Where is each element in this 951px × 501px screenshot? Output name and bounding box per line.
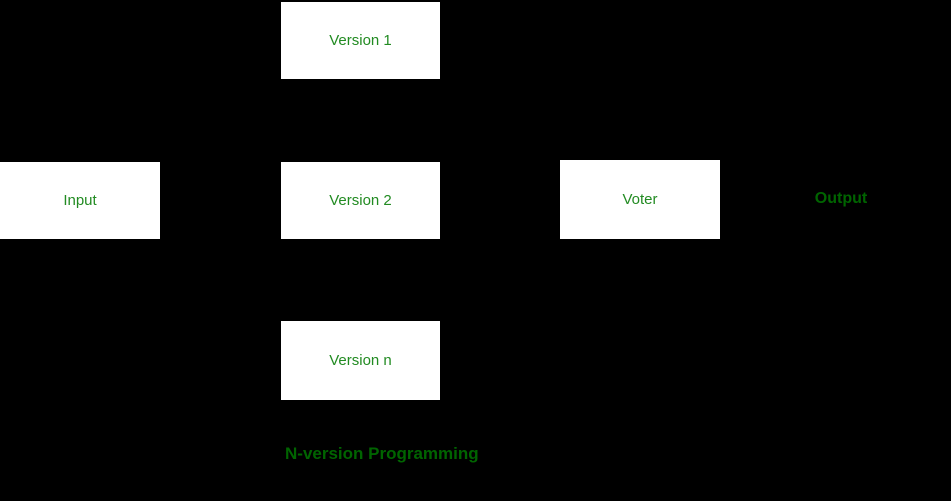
voter-box: Voter [560, 160, 720, 239]
version-n-label: Version n [329, 352, 392, 369]
version-2-label: Version 2 [329, 192, 392, 209]
input-box: Input [0, 162, 160, 239]
voter-label: Voter [622, 191, 658, 208]
diagram-title: N-version Programming [285, 444, 479, 463]
version-1-box: Version 1 [281, 2, 440, 79]
version-2-box: Version 2 [281, 162, 440, 239]
output-label: Output [814, 190, 868, 207]
input-label: Input [63, 192, 97, 209]
version-1-label: Version 1 [329, 32, 392, 49]
version-n-box: Version n [281, 321, 440, 400]
